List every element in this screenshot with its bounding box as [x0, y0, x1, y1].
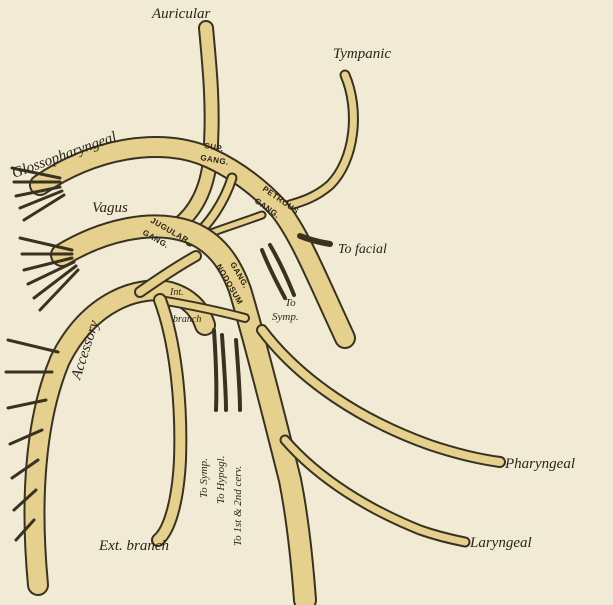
auricular-label: Auricular [151, 6, 210, 22]
to-cerv-label: To 1st & 2nd cerv. [232, 466, 244, 546]
to-hypogl-label: To Hypogl. [215, 456, 227, 505]
nerves [6, 28, 500, 600]
pharyngeal-label: Pharyngeal [504, 456, 575, 472]
to-cerv-branch [236, 340, 240, 410]
laryngeal-label: Laryngeal [469, 535, 532, 551]
vagus-label: Vagus [92, 200, 128, 216]
ext-branch-label: Ext. branch [98, 538, 169, 554]
pharyngeal-nerve [262, 330, 500, 462]
to-symp-lower-label: To Symp. [198, 458, 210, 498]
int-label: Int. [169, 287, 184, 298]
laryngeal-nerve [285, 440, 465, 542]
tympanic-nerve [290, 75, 353, 205]
to-symp-upper-label: Symp. [272, 311, 299, 323]
tympanic-label: Tympanic [333, 46, 391, 62]
to-facial-label: To facial [338, 242, 387, 257]
to-symp-upper-branch-2 [270, 245, 294, 295]
branch-label: branch [173, 314, 201, 325]
to-symp-lower-branch [214, 330, 216, 410]
to-symp-upper-label-1: To [285, 297, 296, 309]
to-symp-upper-branch-1 [262, 250, 285, 298]
vagus-rootlets [20, 238, 78, 310]
to-hypogl-branch [222, 335, 226, 410]
